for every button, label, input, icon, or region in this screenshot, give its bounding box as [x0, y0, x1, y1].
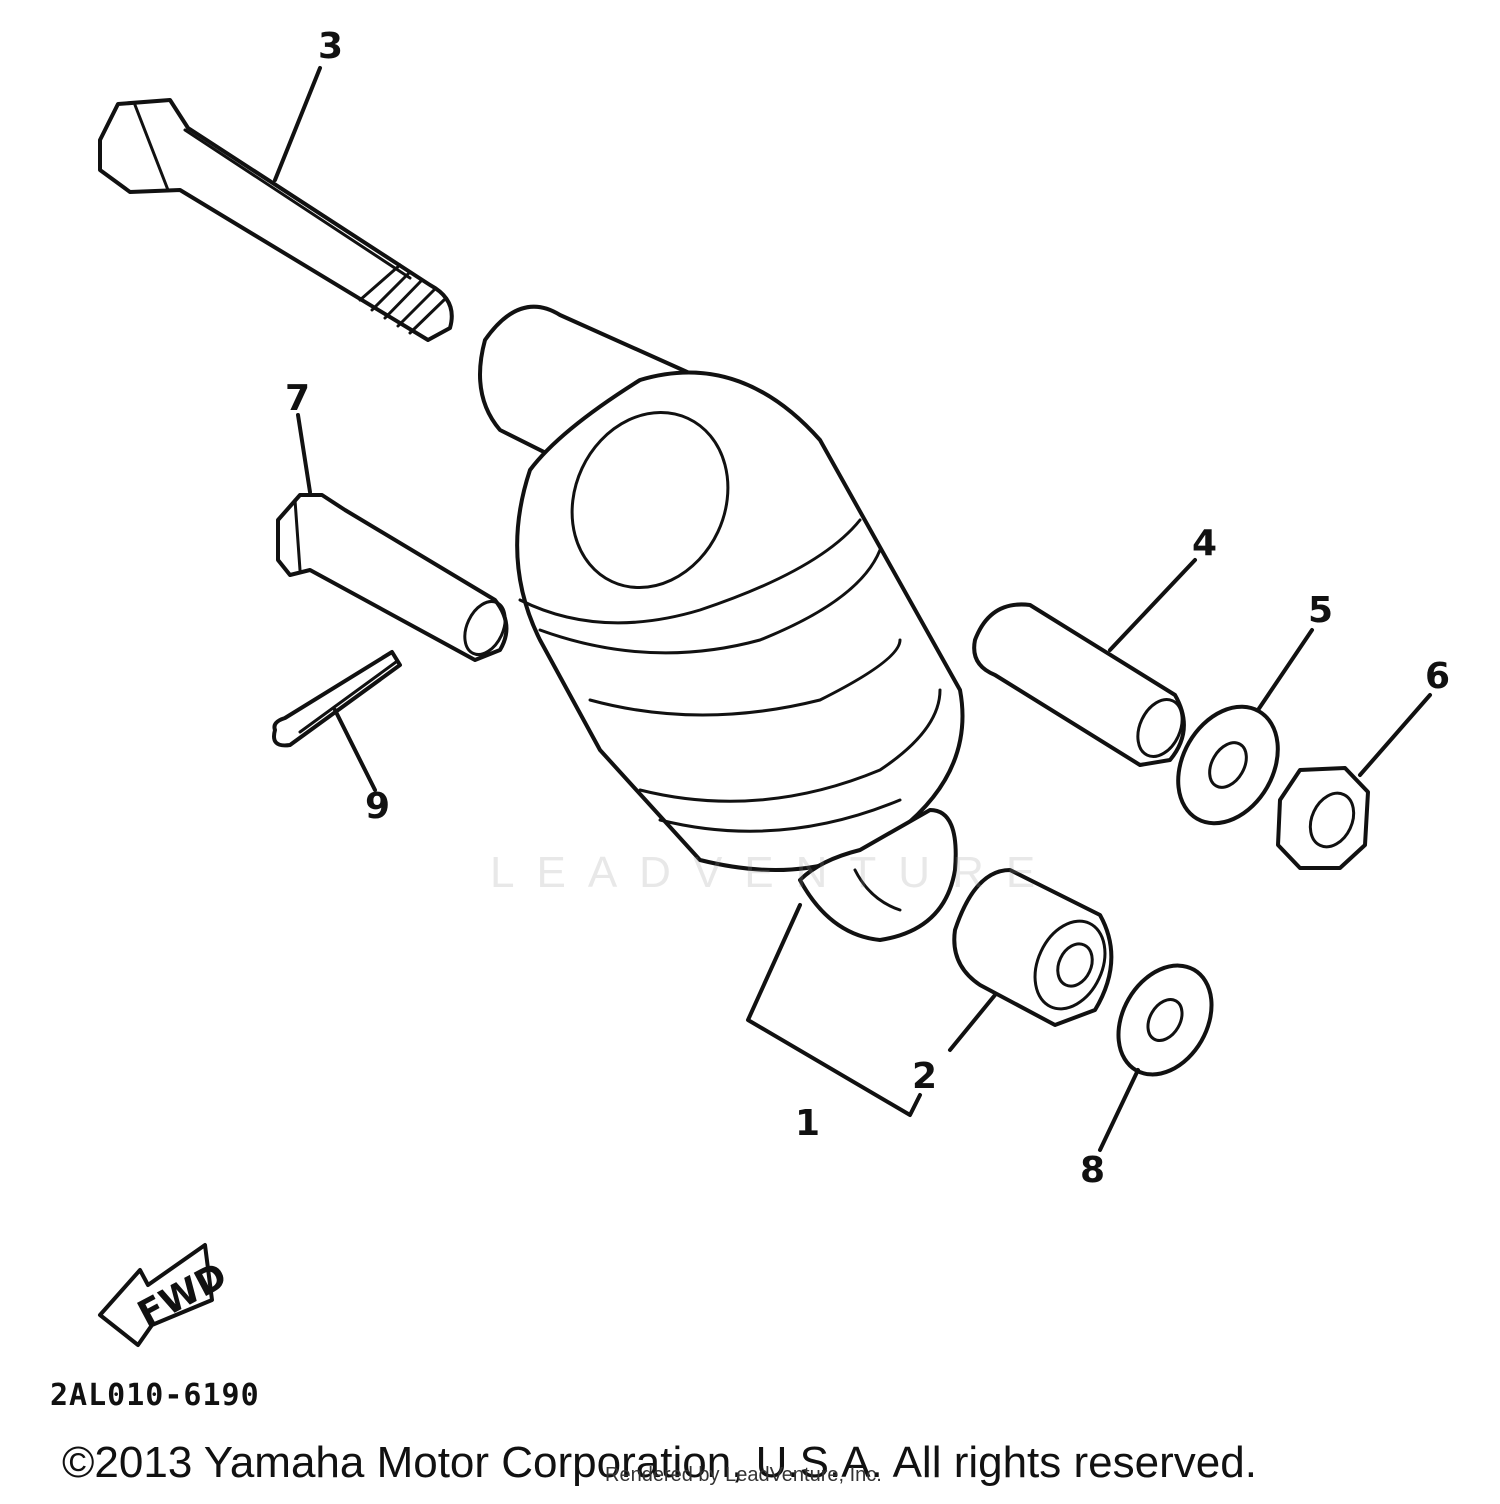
part-9-cotter-pin: [272, 650, 402, 748]
leader-6: [1358, 693, 1432, 777]
part-1-shock-body: [478, 304, 965, 942]
part-7-pin: [276, 493, 509, 662]
callout-5: 5: [1308, 590, 1333, 631]
leader-lines: [273, 66, 1432, 1152]
leader-4: [1108, 558, 1197, 652]
part-5-washer: [1176, 704, 1280, 826]
part-4-collar: [972, 602, 1186, 767]
part-8-washer: [1116, 963, 1214, 1077]
leader-2: [948, 993, 997, 1052]
callout-1: 1: [795, 1103, 820, 1144]
callout-3: 3: [318, 26, 343, 67]
watermark: LEADVENTURE: [490, 848, 1058, 897]
callout-2: 2: [912, 1056, 937, 1097]
callout-8: 8: [1080, 1150, 1105, 1191]
leader-8: [1098, 1068, 1140, 1152]
callout-7: 7: [285, 378, 310, 419]
bracket-1: [746, 903, 922, 1117]
leader-9: [333, 708, 377, 792]
diagram-code: 2AL010-6190: [50, 1378, 260, 1413]
copyright-notice: ©2013 Yamaha Motor Corporation, U.S.A. A…: [62, 1438, 1257, 1487]
leader-3: [273, 66, 322, 182]
leader-7: [296, 413, 312, 494]
part-6-nut: [1276, 766, 1370, 870]
part-2-bushing: [952, 868, 1114, 1027]
callout-4: 4: [1192, 523, 1217, 564]
leader-5: [1256, 628, 1314, 712]
part-3-bolt: [98, 98, 454, 342]
callout-9: 9: [365, 786, 390, 827]
fwd-arrow-icon: FWD: [98, 1243, 234, 1347]
callout-6: 6: [1425, 656, 1450, 697]
render-credit: Rendered by LeadVenture, Inc.: [605, 1464, 882, 1486]
